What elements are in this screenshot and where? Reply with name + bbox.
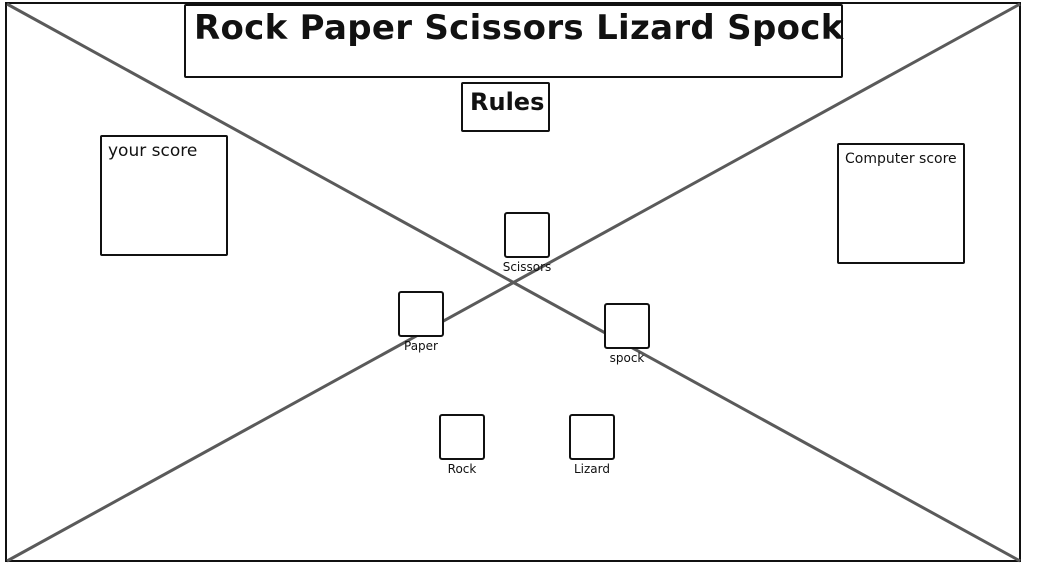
choice-paper-button[interactable] <box>398 291 444 337</box>
page-title: Rock Paper Scissors Lizard Spock <box>194 8 844 48</box>
choice-rock-label: Rock <box>447 462 477 476</box>
rules-button[interactable]: Rules <box>461 82 550 132</box>
computer-score-label: Computer score <box>845 151 957 167</box>
computer-score-panel: Computer score <box>837 143 965 264</box>
player-score-label: your score <box>108 141 198 161</box>
choice-spock-label: spock <box>609 351 645 365</box>
choice-spock-button[interactable] <box>604 303 650 349</box>
choice-paper-label: Paper <box>404 339 438 353</box>
choice-lizard-label: Lizard <box>573 462 611 476</box>
page-frame <box>5 2 1021 562</box>
player-score-panel: your score <box>100 135 228 256</box>
choice-lizard-button[interactable] <box>569 414 615 460</box>
cross-line-right <box>6 2 1021 563</box>
choice-scissors-button[interactable] <box>504 212 550 258</box>
choice-scissors-label: Scissors <box>502 260 552 274</box>
choice-rock-button[interactable] <box>439 414 485 460</box>
rules-button-label: Rules <box>470 88 545 116</box>
title-banner: Rock Paper Scissors Lizard Spock <box>184 4 843 78</box>
